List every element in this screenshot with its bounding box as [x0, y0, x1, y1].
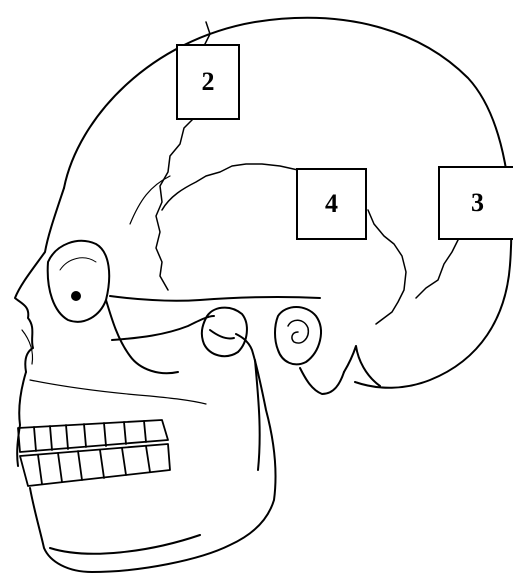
label-box-3: 3 [438, 166, 513, 240]
maxilla-detail [30, 380, 206, 404]
zygomatic-arch-bottom [112, 316, 214, 340]
mastoid-process [300, 368, 344, 394]
temporal-line [130, 176, 170, 224]
squamosal-suture [162, 164, 298, 210]
label-box-2: 2 [176, 44, 240, 120]
orbit-inner [60, 258, 96, 270]
orbit-foramen [72, 292, 80, 300]
coronoid [210, 330, 234, 339]
occipitomastoid-suture [416, 236, 460, 298]
nasal-aperture [22, 330, 33, 364]
frontal-profile [15, 188, 64, 372]
orbit-outline [48, 241, 109, 322]
lambdoid-suture [368, 210, 406, 324]
mandible-inner [50, 535, 200, 554]
occipital-base [344, 346, 380, 386]
zygomatic-arch-top [110, 296, 320, 301]
label-box-4: 4 [296, 168, 367, 240]
ear-canal [275, 307, 321, 364]
condyle [202, 308, 247, 357]
ear-canal-inner [288, 320, 308, 343]
